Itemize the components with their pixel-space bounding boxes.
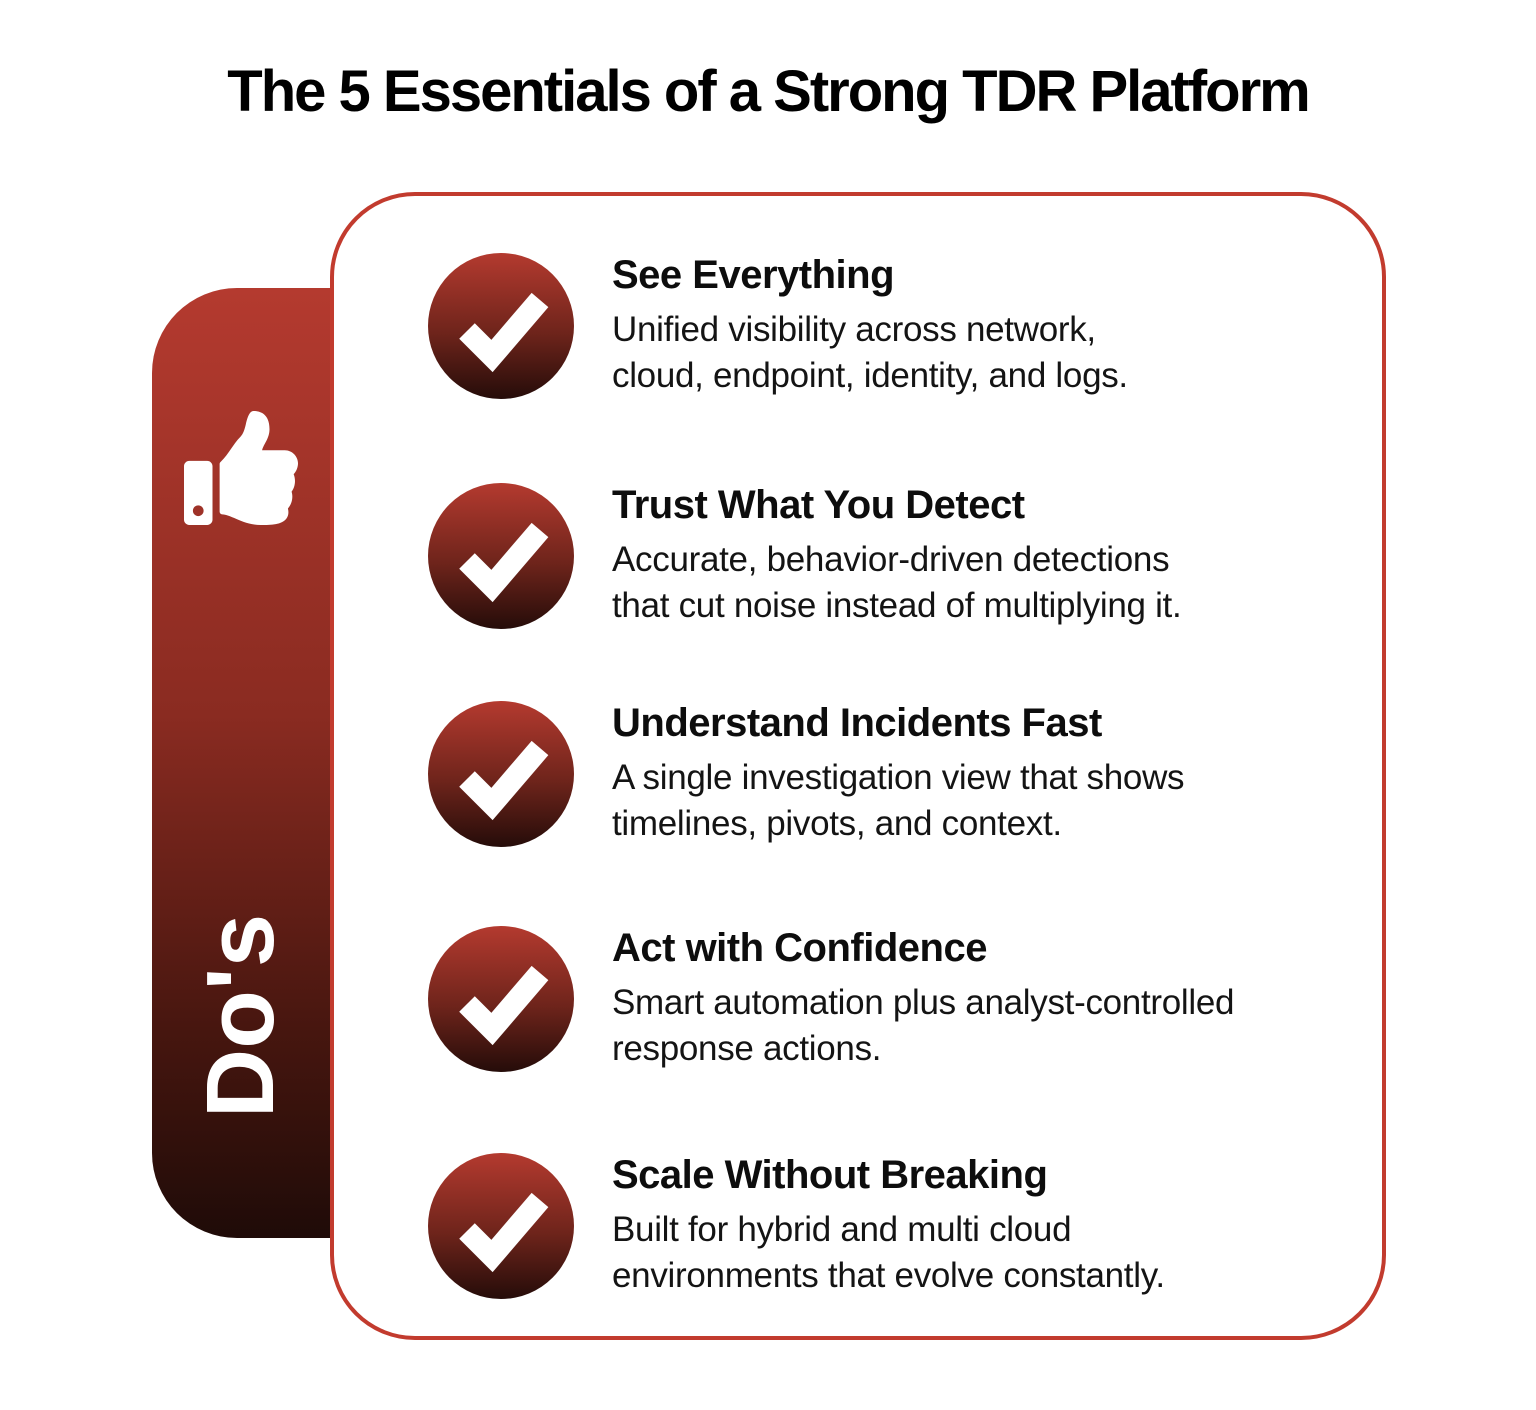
page-title: The 5 Essentials of a Strong TDR Platfor… (227, 59, 1310, 124)
item-heading: See Everything (612, 253, 895, 297)
essentials-card: See Everything Unified visibility across… (330, 192, 1386, 1340)
item-description-line: Smart automation plus analyst-controlled (612, 983, 1235, 1022)
check-icon (428, 483, 574, 629)
item-description-line: response actions. (612, 1029, 882, 1068)
item-description-line: Accurate, behavior-driven detections (612, 540, 1170, 579)
check-icon (428, 701, 574, 847)
check-icon (428, 253, 574, 399)
item-description-line: timelines, pivots, and context. (612, 804, 1062, 843)
dos-label: Do's (187, 913, 294, 1119)
dos-sidebar: Do's (152, 288, 340, 1238)
item-heading: Scale Without Breaking (612, 1153, 1048, 1197)
item-description-line: Built for hybrid and multi cloud (612, 1210, 1072, 1249)
item-heading: Act with Confidence (612, 926, 987, 970)
item-heading: Trust What You Detect (612, 483, 1025, 527)
list-item: Trust What You Detect Accurate, behavior… (428, 476, 1352, 636)
check-icon (428, 926, 574, 1072)
check-icon (428, 1153, 574, 1299)
item-description-line: cloud, endpoint, identity, and logs. (612, 356, 1128, 395)
list-item: Scale Without Breaking Built for hybrid … (428, 1146, 1352, 1306)
item-heading: Understand Incidents Fast (612, 701, 1102, 745)
list-item: Understand Incidents Fast A single inves… (428, 694, 1352, 854)
item-description-line: that cut noise instead of multiplying it… (612, 586, 1182, 625)
list-item: Act with Confidence Smart automation plu… (428, 919, 1352, 1079)
item-description-line: A single investigation view that shows (612, 758, 1185, 797)
item-description-line: Unified visibility across network, (612, 310, 1096, 349)
item-description-line: environments that evolve constantly. (612, 1256, 1165, 1295)
thumbs-up-icon (181, 411, 301, 525)
list-item: See Everything Unified visibility across… (428, 246, 1352, 406)
